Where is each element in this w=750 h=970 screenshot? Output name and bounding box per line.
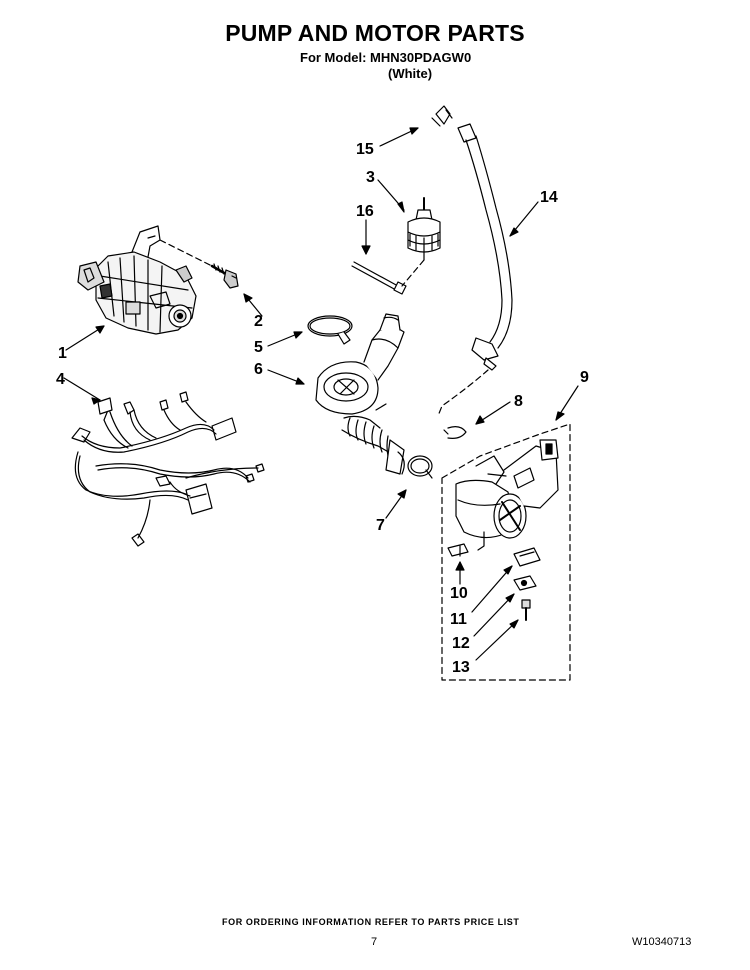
drain-hose-bellows bbox=[341, 415, 405, 475]
pump-assembly-outline bbox=[441, 423, 571, 681]
callout-13: 13 bbox=[452, 659, 470, 676]
callout-16: 16 bbox=[356, 203, 374, 220]
pump-clip bbox=[447, 543, 469, 557]
callout-9: 9 bbox=[580, 369, 589, 386]
ordering-note: FOR ORDERING INFORMATION REFER TO PARTS … bbox=[222, 917, 520, 927]
color-line: (White) bbox=[388, 66, 433, 81]
hose-clamp bbox=[307, 315, 353, 345]
motor-bolt bbox=[210, 263, 239, 289]
callout-labels: 1 2 3 4 5 6 7 8 9 10 11 12 13 14 15 16 bbox=[56, 141, 589, 676]
sump-housing bbox=[315, 313, 405, 415]
drain-pump bbox=[455, 439, 559, 551]
callout-1: 1 bbox=[58, 345, 67, 362]
callout-12: 12 bbox=[452, 635, 470, 652]
callout-6: 6 bbox=[254, 361, 263, 378]
callout-8: 8 bbox=[514, 393, 523, 410]
document-id: W10340713 bbox=[632, 936, 692, 948]
callout-11: 11 bbox=[450, 611, 467, 628]
pump-screw bbox=[521, 599, 531, 609]
hose-clip bbox=[443, 426, 467, 439]
cable-tie bbox=[351, 261, 407, 295]
callout-5: 5 bbox=[254, 339, 263, 356]
callout-10: 10 bbox=[450, 585, 468, 602]
callout-7: 7 bbox=[376, 517, 385, 534]
page-title: PUMP AND MOTOR PARTS bbox=[225, 20, 525, 46]
drive-motor bbox=[77, 225, 197, 335]
air-dome-cap bbox=[407, 197, 441, 261]
callout-3: 3 bbox=[366, 169, 375, 186]
wiring-harness bbox=[71, 391, 265, 547]
hose-clamp-small bbox=[407, 455, 433, 479]
callout-14: 14 bbox=[540, 189, 558, 206]
callout-2: 2 bbox=[254, 313, 263, 330]
callout-15: 15 bbox=[356, 141, 374, 158]
callout-4: 4 bbox=[56, 371, 65, 388]
pressure-hose bbox=[431, 105, 513, 371]
pump-bracket bbox=[513, 547, 541, 567]
page-number: 7 bbox=[371, 936, 378, 948]
model-line: For Model: MHN30PDAGW0 bbox=[300, 50, 472, 65]
